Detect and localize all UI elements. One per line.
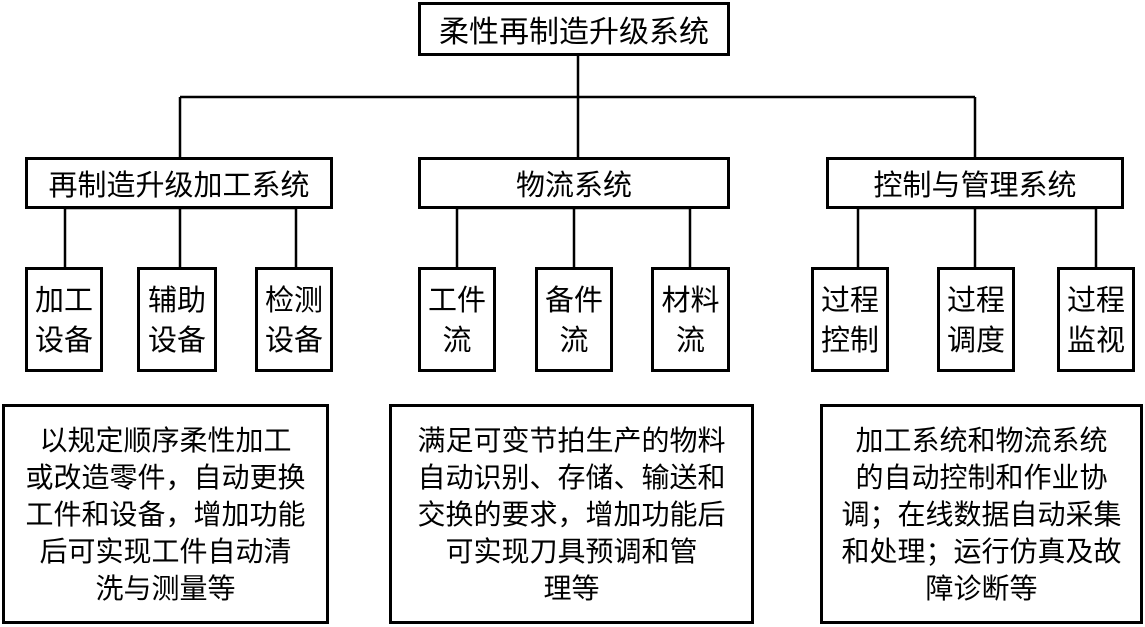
description-line: 理等 bbox=[543, 571, 600, 605]
description-line: 和处理；运行仿真及故 bbox=[841, 534, 1122, 568]
leaf-node: 检测 设备 bbox=[255, 267, 333, 372]
group-node-control: 控制与管理系统 bbox=[826, 157, 1124, 209]
leaf-label-line: 监视 bbox=[1066, 322, 1125, 357]
leaf-label-line: 辅助 bbox=[147, 282, 206, 317]
group-label: 物流系统 bbox=[515, 168, 632, 202]
group-label: 再制造升级加工系统 bbox=[48, 168, 310, 202]
leaf-label-line: 过程 bbox=[820, 282, 879, 317]
description-line: 后可实现工件自动清 bbox=[39, 534, 292, 568]
leaf-label-line: 流 bbox=[442, 322, 472, 357]
leaf-label-line: 工件 bbox=[427, 282, 486, 317]
leaf-label-line: 加工 bbox=[34, 282, 93, 317]
leaf-node: 辅助 设备 bbox=[137, 267, 217, 372]
leaf-label-line: 过程 bbox=[1066, 282, 1125, 317]
description-line: 加工系统和物流系统 bbox=[855, 423, 1108, 457]
leaf-label-line: 设备 bbox=[34, 322, 93, 357]
description-line: 工件和设备，增加功能 bbox=[25, 497, 306, 531]
group-label: 控制与管理系统 bbox=[873, 168, 1077, 202]
leaf-node: 工件 流 bbox=[418, 267, 496, 372]
leaf-label-line: 设备 bbox=[264, 322, 323, 357]
leaf-node: 过程 控制 bbox=[811, 267, 889, 372]
group-node-processing: 再制造升级加工系统 bbox=[25, 157, 333, 209]
description-line: 洗与测量等 bbox=[95, 571, 236, 605]
leaf-node: 过程 监视 bbox=[1057, 267, 1135, 372]
root-label: 柔性再制造升级系统 bbox=[439, 15, 709, 50]
description-line: 以规定顺序柔性加工 bbox=[39, 423, 292, 457]
leaf-node: 材料 流 bbox=[651, 267, 730, 372]
root-node: 柔性再制造升级系统 bbox=[418, 2, 730, 56]
description-line: 调；在线数据自动采集 bbox=[841, 497, 1122, 531]
leaf-label-line: 设备 bbox=[147, 322, 206, 357]
leaf-node: 过程 调度 bbox=[937, 267, 1015, 372]
leaf-label-line: 材料 bbox=[661, 282, 720, 317]
leaf-label-line: 控制 bbox=[820, 322, 879, 357]
description-line: 满足可变节拍生产的物料 bbox=[417, 423, 726, 457]
description-box-logistics: 满足可变节拍生产的物料 自动识别、存储、输送和 交换的要求，增加功能后 可实现刀… bbox=[389, 404, 754, 624]
leaf-label-line: 流 bbox=[559, 322, 589, 357]
leaf-label-line: 检测 bbox=[264, 282, 323, 317]
leaf-label-line: 备件 bbox=[544, 282, 603, 317]
leaf-node: 加工 设备 bbox=[25, 267, 103, 372]
leaf-label-line: 调度 bbox=[946, 322, 1005, 357]
description-line: 的自动控制和作业协 bbox=[855, 460, 1108, 494]
description-box-processing: 以规定顺序柔性加工 或改造零件，自动更换 工件和设备，增加功能 后可实现工件自动… bbox=[2, 404, 329, 624]
description-line: 障诊断等 bbox=[925, 571, 1038, 605]
description-box-control: 加工系统和物流系统 的自动控制和作业协 调；在线数据自动采集 和处理；运行仿真及… bbox=[820, 404, 1143, 624]
description-line: 自动识别、存储、输送和 bbox=[417, 460, 726, 494]
leaf-node: 备件 流 bbox=[535, 267, 613, 372]
leaf-label-line: 流 bbox=[675, 322, 705, 357]
description-line: 或改造零件，自动更换 bbox=[25, 460, 306, 494]
group-node-logistics: 物流系统 bbox=[418, 157, 730, 209]
description-line: 交换的要求，增加功能后 bbox=[417, 497, 726, 531]
description-line: 可实现刀具预调和管 bbox=[445, 534, 698, 568]
leaf-label-line: 过程 bbox=[946, 282, 1005, 317]
